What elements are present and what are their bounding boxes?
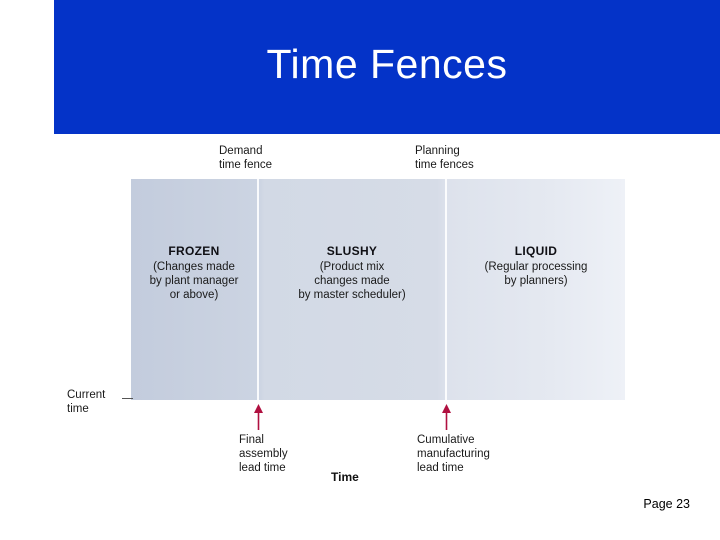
band-frozen-desc-line3: or above) <box>169 289 219 301</box>
final-assembly-line3: lead time <box>239 462 286 474</box>
divider-demand-time-fence <box>257 179 259 400</box>
band-slushy-desc-line2: changes made <box>314 275 390 287</box>
band-liquid-title: LIQUID <box>514 244 558 258</box>
planning-time-fences-line2: time fences <box>415 159 474 171</box>
current-time-line2: time <box>67 403 89 415</box>
cumulative-line2: manufacturing <box>417 448 490 460</box>
time-fence-bands: FROZEN (Changes made by plant manager or… <box>131 179 625 400</box>
band-frozen: FROZEN (Changes made by plant manager or… <box>131 179 257 400</box>
cumulative-line1: Cumulative <box>417 434 475 446</box>
divider-planning-time-fences <box>445 179 447 400</box>
page-title: Time Fences <box>266 40 508 87</box>
band-liquid-desc-line1: (Regular processing <box>484 261 588 273</box>
planning-time-fences-line1: Planning <box>415 145 460 157</box>
band-frozen-desc-line2: by plant manager <box>149 275 239 287</box>
time-fences-diagram: Demand time fence Planning time fences F… <box>0 134 720 540</box>
page-number: Page 23 <box>643 497 690 511</box>
up-arrow-icon-cumulative <box>441 404 452 430</box>
final-assembly-lead-time-label: Final assembly lead time <box>239 433 288 475</box>
time-axis-label: Time <box>331 470 359 484</box>
up-arrow-icon-final-assembly <box>253 404 264 430</box>
final-assembly-line2: assembly <box>239 448 288 460</box>
title-banner: Time Fences <box>54 0 720 134</box>
band-liquid: LIQUID (Regular processing by planners) <box>447 179 625 400</box>
demand-time-fence-line1: Demand <box>219 145 263 157</box>
planning-time-fences-label: Planning time fences <box>415 144 474 172</box>
band-frozen-title: FROZEN <box>168 244 220 258</box>
current-time-label: Current time <box>67 388 105 416</box>
cumulative-manufacturing-lead-time-label: Cumulative manufacturing lead time <box>417 433 490 475</box>
final-assembly-line1: Final <box>239 434 264 446</box>
band-slushy-title: SLUSHY <box>326 244 378 258</box>
band-frozen-desc-line1: (Changes made <box>153 261 235 273</box>
band-liquid-desc-line2: by planners) <box>504 275 568 287</box>
band-slushy-desc-line3: by master scheduler) <box>298 289 406 301</box>
demand-time-fence-line2: time fence <box>219 159 273 171</box>
current-time-line1: Current <box>67 389 106 401</box>
demand-time-fence-label: Demand time fence <box>219 144 272 172</box>
band-slushy-desc-line1: (Product mix <box>319 261 385 273</box>
band-slushy: SLUSHY (Product mix changes made by mast… <box>259 179 445 400</box>
current-time-leader-line <box>122 398 133 399</box>
cumulative-line3: lead time <box>417 462 464 474</box>
